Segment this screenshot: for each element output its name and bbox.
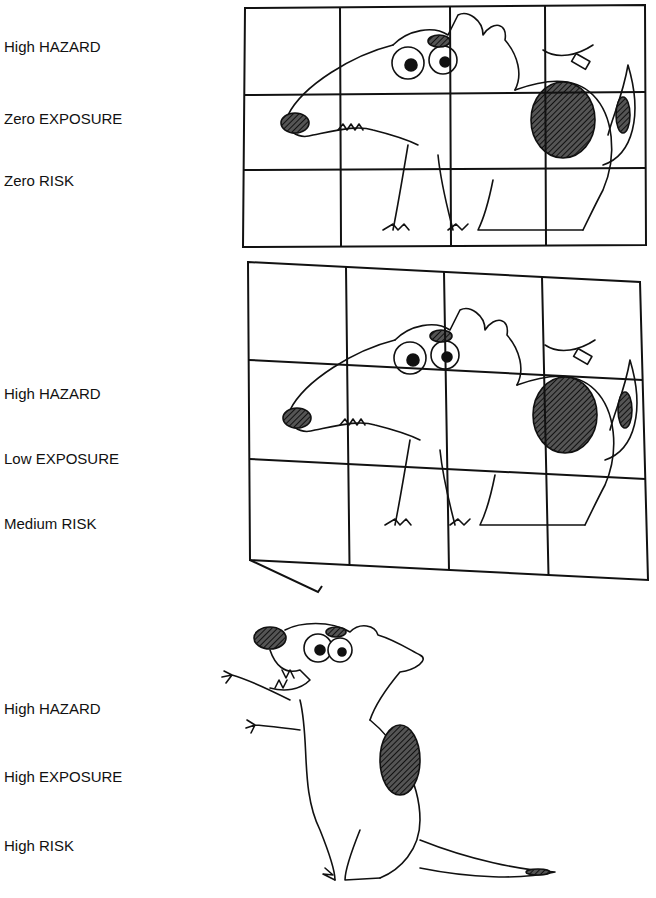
label-text: Zero EXPOSURE bbox=[4, 110, 122, 127]
row-label: Low EXPOSURE bbox=[4, 450, 119, 467]
label-text: High HAZARD bbox=[4, 385, 101, 402]
row-label: High HAZARD bbox=[4, 38, 101, 55]
row-label: High HAZARD bbox=[4, 700, 101, 717]
row-label: High HAZARD bbox=[4, 385, 101, 402]
label-text: High RISK bbox=[4, 837, 74, 854]
row-label: Zero RISK bbox=[4, 172, 74, 189]
row-label: High EXPOSURE bbox=[4, 768, 122, 785]
row-label: Zero EXPOSURE bbox=[4, 110, 122, 127]
label-text: Zero RISK bbox=[4, 172, 74, 189]
row-label: Medium RISK bbox=[4, 515, 97, 532]
label-text: High HAZARD bbox=[4, 38, 101, 55]
label-text: High EXPOSURE bbox=[4, 768, 122, 785]
label-text: Low EXPOSURE bbox=[4, 450, 119, 467]
free-animal bbox=[222, 624, 555, 881]
open-cage bbox=[248, 262, 648, 592]
row-label: High RISK bbox=[4, 837, 74, 854]
label-text: Medium RISK bbox=[4, 515, 97, 532]
label-text: High HAZARD bbox=[4, 700, 101, 717]
closed-cage bbox=[243, 5, 646, 247]
